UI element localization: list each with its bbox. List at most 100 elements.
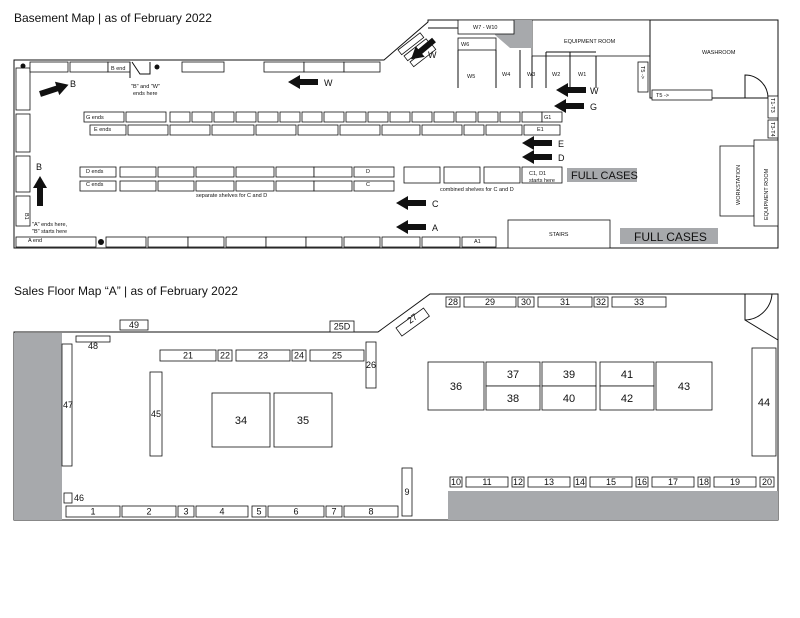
label-s6: 6 (293, 507, 298, 517)
shelf-t3-t4 (767, 119, 779, 139)
shelf (257, 111, 279, 123)
label-s43: 43 (678, 381, 690, 393)
label-s15: 15 (606, 477, 616, 487)
arrow-label-b-up: B (36, 162, 42, 172)
shelf (127, 124, 169, 136)
shelf (79, 166, 117, 178)
sales-gray-wall-left (14, 333, 62, 520)
label-s31: 31 (560, 297, 570, 307)
label-s8: 8 (368, 507, 373, 517)
label-s28: 28 (448, 297, 458, 307)
label-s47: 47 (63, 400, 73, 410)
shelf (83, 111, 125, 123)
shelf (305, 236, 343, 248)
label-s25d: 25D (334, 322, 351, 332)
shelf (353, 166, 395, 178)
shelf-s42 (599, 385, 655, 411)
label-s4: 4 (219, 507, 224, 517)
shelf-s10 (449, 476, 463, 488)
arrow-label-d: D (558, 153, 565, 163)
shelf (119, 166, 157, 178)
basement-map-title: Basement Map | as of February 2022 (14, 11, 212, 25)
full-cases-box-1 (567, 168, 637, 182)
shelf-s19 (713, 476, 757, 488)
note-bw-2: ends here (133, 91, 157, 97)
shelves-e-row (89, 124, 561, 136)
shelf-b1 (15, 195, 31, 227)
note-ab-1: "A" ends here, (32, 222, 68, 228)
shelf-s45 (149, 371, 163, 457)
shelf-s47 (61, 343, 73, 467)
label-s35: 35 (297, 415, 309, 427)
shelf (433, 111, 455, 123)
shelf (89, 124, 127, 136)
shelf (421, 124, 463, 136)
shelf (147, 236, 189, 248)
shelf (105, 236, 147, 248)
shelf (265, 236, 307, 248)
shelf (455, 111, 477, 123)
shelf (195, 180, 235, 192)
label-s9: 9 (404, 487, 409, 497)
label-stairs: STAIRS (549, 232, 569, 238)
arrow-label-b: B (70, 79, 76, 89)
shelf-s24 (291, 349, 307, 362)
shelf-s40 (541, 385, 597, 411)
sales-floor-map-title: Sales Floor Map “A” | as of February 202… (14, 284, 238, 298)
top-row-shelves (29, 61, 381, 73)
label-s7: 7 (331, 507, 336, 517)
shelf-s23 (235, 349, 291, 362)
note-bw-1: "B" and "W" (131, 84, 160, 90)
shelf (211, 124, 255, 136)
label-a-end: A end (28, 238, 42, 244)
label-w2: W2 (552, 72, 560, 78)
label-t5: T5 -> (656, 93, 669, 99)
shelf-s25d (329, 320, 355, 333)
label-g-ends: G ends (86, 115, 104, 121)
shelf (523, 124, 561, 136)
label-w7-w10: W7 - W10 (473, 25, 497, 31)
shelf (521, 111, 543, 123)
label-s5: 5 (256, 507, 261, 517)
label-s25: 25 (332, 351, 342, 361)
shelf (169, 124, 211, 136)
shelf-s16 (635, 476, 649, 488)
label-t1-t3: T1-T3 (769, 98, 775, 113)
shelves-bottom-row (15, 236, 497, 248)
shelf (381, 124, 421, 136)
shelf (339, 124, 381, 136)
note-combined: combined shelves for C and D (440, 187, 514, 193)
shelf-s27 (395, 307, 430, 337)
shelf (191, 111, 213, 123)
shelf-s17 (651, 476, 695, 488)
shelf-s41 (599, 361, 655, 387)
full-cases-label-1: FULL CASES (571, 170, 638, 182)
shelf-s15 (589, 476, 633, 488)
label-s27: 27 (405, 312, 419, 326)
label-e1: E1 (537, 127, 544, 133)
shelf-s32 (593, 296, 609, 308)
shelf (15, 236, 97, 248)
label-s21: 21 (183, 351, 193, 361)
label-s20: 20 (762, 477, 772, 487)
shelf (345, 111, 367, 123)
shelf-s20 (759, 476, 775, 488)
shelf-s39 (541, 361, 597, 387)
sales-gray-floor-bottom (448, 491, 778, 520)
shelf-s49 (119, 319, 149, 331)
shelf (119, 180, 157, 192)
full-cases-label-2: FULL CASES (634, 230, 707, 244)
shelf (157, 166, 195, 178)
shelf (297, 124, 339, 136)
label-w1: W1 (578, 72, 586, 78)
label-s29: 29 (485, 297, 495, 307)
shelf-s44 (751, 347, 777, 457)
label-c1-d1: C1, D1 (529, 171, 546, 177)
label-s19: 19 (730, 477, 740, 487)
label-s24: 24 (294, 351, 304, 361)
label-s42: 42 (621, 393, 633, 405)
label-w3: W3 (527, 72, 535, 78)
label-b-end: B end (111, 66, 125, 72)
stairs (507, 219, 611, 249)
